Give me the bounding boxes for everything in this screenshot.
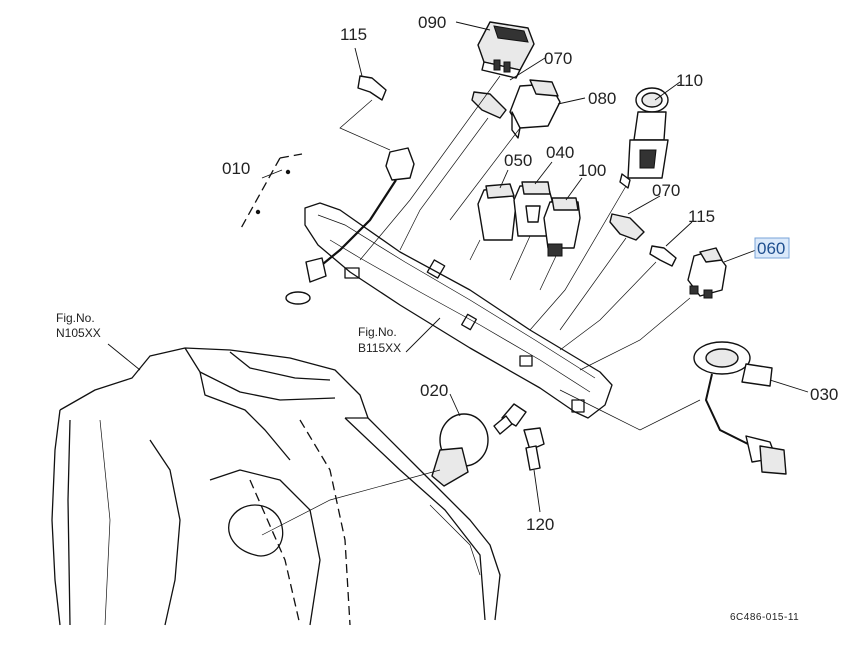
label-115-top: 115 (340, 25, 367, 44)
part-115-clip-right (649, 245, 677, 267)
part-100-switch (543, 197, 581, 257)
figref-n105-line1: Fig.No. (56, 311, 95, 325)
part-120-keys (493, 403, 545, 471)
part-010-harness (239, 147, 415, 305)
figref-n105-line2[interactable]: N105XX (56, 326, 101, 340)
part-090-switch (477, 21, 535, 79)
label-020: 020 (420, 381, 448, 400)
part-115-clip-top (357, 75, 387, 101)
label-110: 110 (676, 71, 703, 90)
label-040: 040 (546, 143, 574, 162)
label-090: 090 (418, 13, 446, 32)
part-030-horn (693, 341, 787, 475)
part-040-switch (513, 181, 553, 237)
part-020-key-switch (431, 413, 489, 487)
part-070-cover-right (609, 213, 645, 241)
part-060-indicator (687, 247, 727, 299)
label-010: 010 (222, 159, 250, 178)
label-070-right: 070 (652, 181, 680, 200)
label-115-right: 115 (688, 207, 715, 226)
drawing-code: 6C486-015-11 (730, 612, 799, 623)
label-080: 080 (588, 89, 616, 108)
part-110-power-socket (619, 87, 669, 189)
label-070-top: 070 (544, 49, 572, 68)
figref-b115-line2[interactable]: B115XX (358, 341, 401, 355)
label-030: 030 (810, 385, 838, 404)
part-050-switch (477, 183, 517, 241)
label-120: 120 (526, 515, 554, 534)
hood-cowl (51, 347, 501, 626)
label-060[interactable]: 060 (757, 239, 785, 258)
leader-lines (107, 21, 809, 536)
part-labels: 090 115 070 080 110 010 050 040 100 070 … (56, 13, 838, 623)
label-100: 100 (578, 161, 606, 180)
label-050: 050 (504, 151, 532, 170)
figref-b115-line1: Fig.No. (358, 325, 397, 339)
highlight-060 (754, 237, 790, 259)
part-080-switch (509, 79, 561, 139)
part-070-cover-top (471, 91, 507, 119)
dash-panel-bracket (304, 202, 613, 419)
